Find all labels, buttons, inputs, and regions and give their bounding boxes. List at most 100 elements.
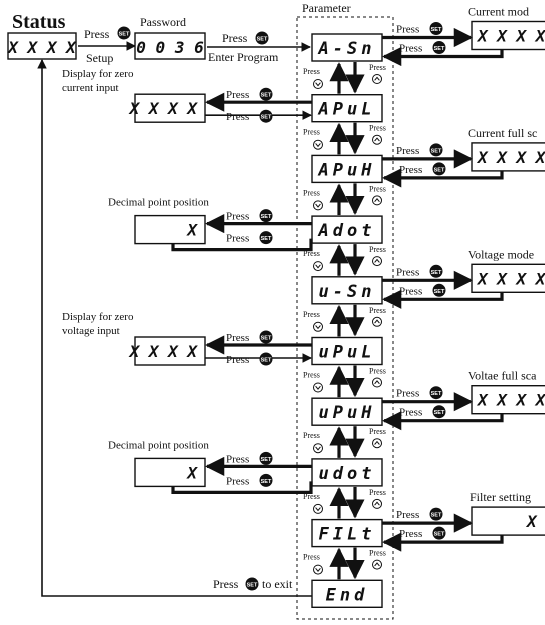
press-label: Press	[226, 111, 249, 123]
left-setting-value: X	[185, 463, 198, 482]
status-display-box	[7, 32, 77, 60]
press-label: Press	[369, 124, 386, 133]
param-box-u-sn	[311, 276, 383, 305]
up-key-icon	[372, 256, 382, 267]
set-key-icon: SET	[429, 507, 443, 521]
set-key-icon: SET	[432, 283, 446, 297]
press-label: Press	[369, 184, 386, 193]
up-key-icon	[372, 316, 382, 327]
status-title: Status	[12, 11, 66, 33]
up-key-icon	[372, 74, 382, 84]
press-label: Press	[399, 43, 422, 55]
left-setting-title: Display for zero	[62, 68, 134, 80]
parameter-title: Parameter	[302, 1, 351, 15]
down-key-icon	[313, 200, 323, 211]
set-key-icon: SET	[259, 231, 273, 245]
press-label: Press	[396, 24, 419, 36]
parameter-column-frame	[296, 16, 394, 620]
press-label: Press	[226, 475, 249, 487]
down-key-icon	[313, 261, 323, 272]
press-label: Press	[369, 245, 386, 254]
set-key-icon: SET	[117, 26, 131, 40]
up-key-icon	[372, 195, 382, 206]
svg-text:SET: SET	[434, 410, 445, 416]
right-setting-title: Current full sc	[468, 126, 537, 140]
right-setting-value: X	[525, 512, 538, 531]
press-label: Press	[369, 306, 386, 315]
right-setting-value: X X X X	[476, 391, 545, 410]
set-key-icon: SET	[259, 209, 273, 223]
param-code: uPuL	[319, 343, 376, 363]
set-key-icon: SET	[432, 405, 446, 419]
svg-text:SET: SET	[261, 457, 272, 463]
left-setting-title: Decimal point position	[108, 439, 209, 451]
left-setting-box	[134, 214, 206, 245]
svg-text:SET: SET	[261, 93, 272, 99]
svg-text:SET: SET	[434, 46, 445, 52]
param-code: Adot	[318, 221, 376, 241]
right-setting-value: X X X X	[476, 269, 545, 288]
up-key-icon	[372, 498, 382, 509]
right-setting-box	[471, 20, 545, 51]
press-label: Press	[303, 67, 320, 76]
svg-text:SET: SET	[119, 32, 130, 38]
set-key-icon: SET	[259, 87, 273, 101]
param-code: APuL	[318, 100, 376, 120]
param-code: udot	[319, 464, 376, 484]
right-setting-title: Voltage mode	[468, 247, 534, 261]
param-code: End	[326, 585, 369, 605]
svg-text:SET: SET	[261, 479, 272, 485]
up-key-icon	[372, 438, 382, 449]
press-label: Press	[303, 249, 320, 258]
press-label: Press	[399, 285, 422, 297]
set-key-icon: SET	[259, 330, 273, 344]
password-display-value: 0 0 3 6	[136, 38, 204, 57]
setup-label: Setup	[86, 51, 113, 65]
return-arrow	[382, 168, 504, 188]
right-setting-title: Current mod	[468, 5, 529, 19]
right-setting-title: Voltae full sca	[468, 369, 537, 383]
set-key-icon: SET	[255, 31, 269, 45]
down-key-icon	[313, 139, 323, 150]
press-label: Press	[369, 549, 386, 558]
return-arrow	[382, 289, 504, 309]
press-label: Press	[226, 211, 249, 223]
right-setting-box	[471, 142, 545, 172]
set-key-icon: SET	[429, 22, 443, 35]
press-label: Press	[369, 367, 386, 376]
svg-text:SET: SET	[257, 37, 268, 43]
return-arrow	[171, 481, 313, 494]
down-key-icon	[313, 382, 323, 393]
left-setting-box	[134, 93, 206, 123]
svg-text:SET: SET	[431, 270, 442, 276]
press-label: Press	[226, 233, 249, 245]
password-title: Password	[140, 15, 186, 29]
up-key-icon	[372, 559, 382, 570]
press-label: Press	[303, 310, 320, 319]
set-key-icon: SET	[245, 577, 259, 591]
down-key-icon	[313, 79, 323, 89]
press-label: Press	[226, 354, 249, 366]
press-label: Press	[369, 488, 386, 497]
right-setting-box	[471, 506, 545, 536]
set-key-icon: SET	[432, 526, 446, 540]
right-setting-title: Filter setting	[470, 490, 531, 504]
up-key-icon	[372, 134, 382, 145]
param-code: u-Sn	[319, 282, 376, 302]
left-setting-box	[134, 457, 206, 488]
svg-text:SET: SET	[434, 167, 445, 173]
return-arrow	[382, 532, 504, 552]
press-label: Press	[303, 492, 320, 501]
param-box-end	[311, 579, 383, 608]
param-code: A-Sn	[318, 39, 376, 59]
press-label: Press	[222, 31, 248, 45]
param-box-adot	[311, 215, 383, 244]
param-box-upuh	[311, 397, 383, 426]
set-key-icon: SET	[259, 109, 273, 123]
press-label: Press	[369, 427, 386, 436]
set-key-icon: SET	[259, 352, 273, 366]
param-box-a-sn	[311, 33, 383, 62]
svg-text:SET: SET	[261, 214, 272, 220]
svg-text:SET: SET	[261, 336, 272, 342]
